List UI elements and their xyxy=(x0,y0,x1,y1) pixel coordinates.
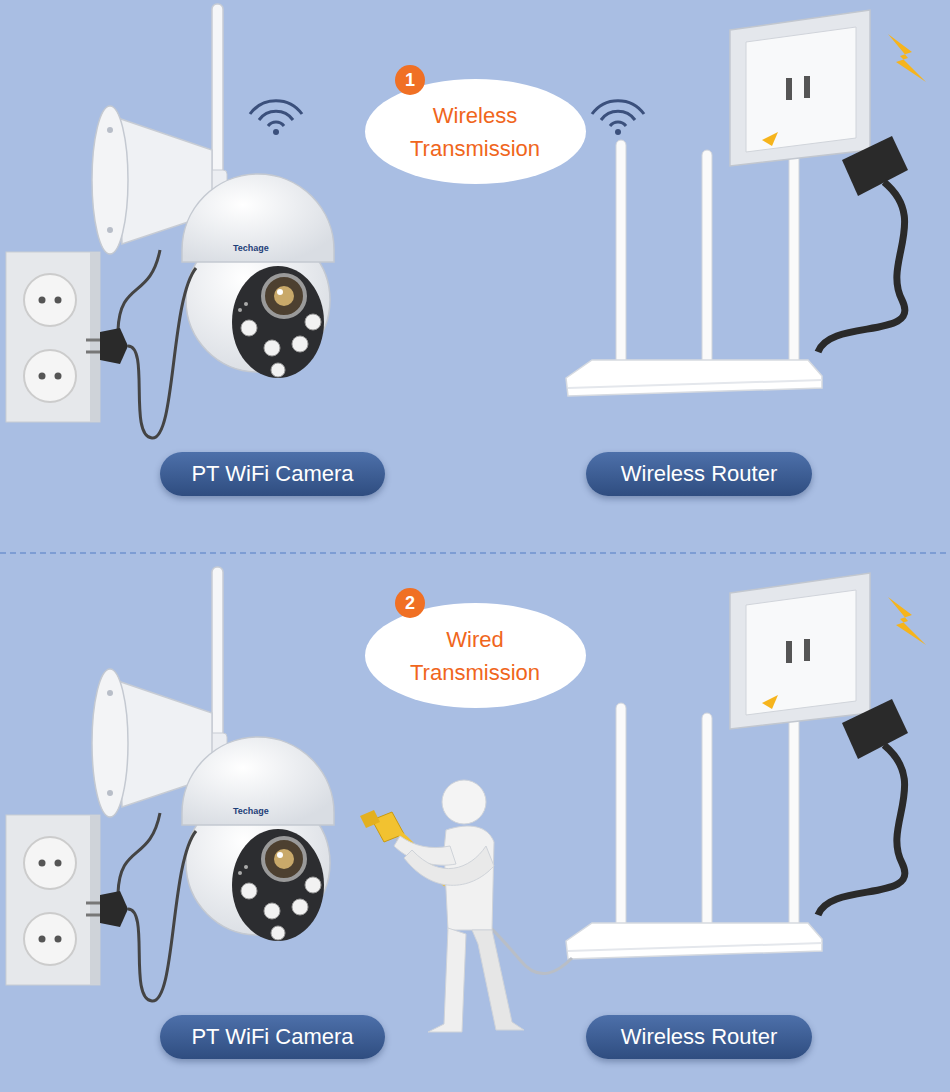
camera-illustration xyxy=(6,567,334,1001)
person-with-cable xyxy=(442,780,486,824)
bubble-shape xyxy=(365,603,586,708)
step-number: 2 xyxy=(405,593,415,614)
device-name: Wireless Router xyxy=(621,1024,777,1050)
brand-label: Techage xyxy=(233,806,269,816)
device-label: PT WiFi Camera xyxy=(160,1015,385,1059)
device-name: Wireless Router xyxy=(621,461,777,487)
divider-line xyxy=(0,552,950,554)
router-illustration xyxy=(566,573,926,959)
person-with-cable xyxy=(360,810,380,828)
camera-illustration xyxy=(6,4,334,438)
step-badge: 2 xyxy=(395,588,425,618)
step-title: Wired Transmission xyxy=(400,623,550,689)
person-with-cable xyxy=(360,780,572,1032)
bubble-outline xyxy=(364,602,587,709)
step-title: Wireless Transmission xyxy=(400,99,550,165)
device-name: PT WiFi Camera xyxy=(191,461,353,487)
wifi-signal xyxy=(250,101,302,135)
brand-label: Techage xyxy=(233,243,269,253)
title-bubble: Wireless Transmission xyxy=(364,78,587,185)
step-number: 1 xyxy=(405,70,415,91)
person-with-cable xyxy=(404,846,494,885)
bubble-shape xyxy=(365,79,586,184)
bubble-outline xyxy=(364,78,587,185)
title-bubble: Wired Transmission xyxy=(364,602,587,709)
device-label: PT WiFi Camera xyxy=(160,452,385,496)
person-with-cable xyxy=(472,930,524,1030)
wifi-signal xyxy=(592,101,644,135)
person-with-cable xyxy=(428,928,466,1032)
device-name: PT WiFi Camera xyxy=(191,1024,353,1050)
router-illustration xyxy=(566,10,926,396)
device-label: Wireless Router xyxy=(586,1015,812,1059)
step-badge: 1 xyxy=(395,65,425,95)
device-label: Wireless Router xyxy=(586,452,812,496)
